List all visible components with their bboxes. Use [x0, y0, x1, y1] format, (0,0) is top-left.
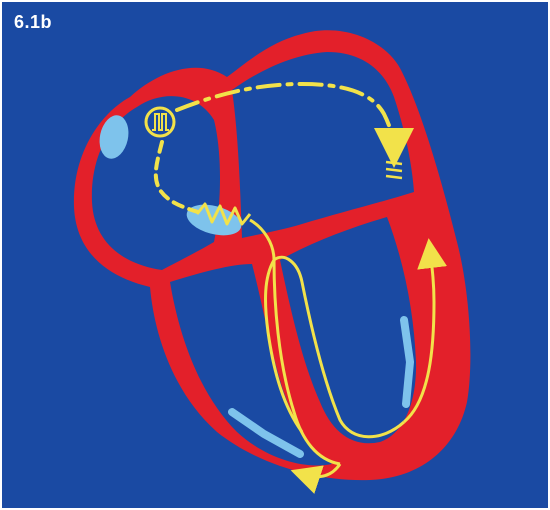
- figure-label: 6.1b: [14, 12, 52, 33]
